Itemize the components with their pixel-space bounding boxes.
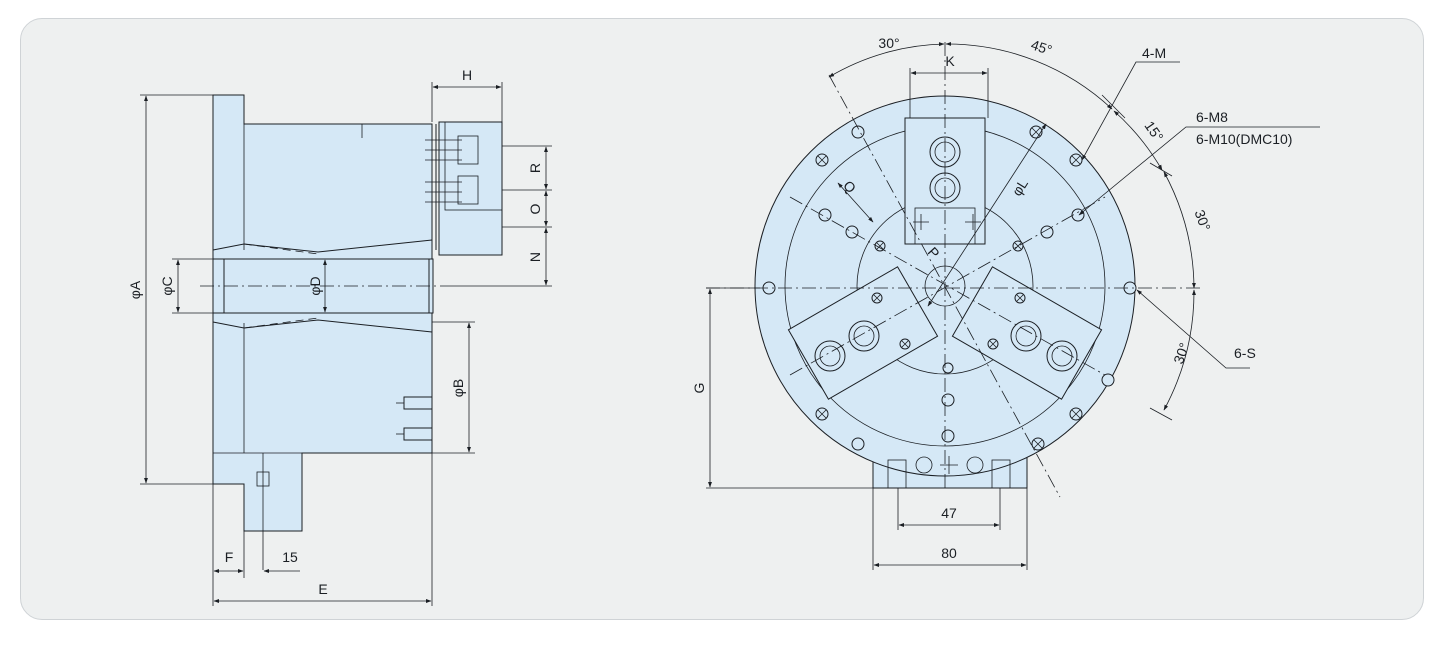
dim-80-label: 80 <box>941 545 957 561</box>
dim-r-label: R <box>527 163 543 173</box>
dim-phi-d-label: φD <box>307 276 323 295</box>
dim-phi-c-label: φC <box>159 276 175 295</box>
angle-45-label: 45° <box>1029 36 1054 58</box>
jaw-block <box>438 121 503 256</box>
angle-30-top-label: 30° <box>878 35 899 51</box>
angle-30-right-label: 30° <box>1192 208 1214 233</box>
callout-6m8-label: 6-M8 <box>1196 109 1228 125</box>
angle-15-label: 15° <box>1141 118 1166 145</box>
dim-n-label: N <box>527 252 543 262</box>
dim-47-label: 47 <box>941 505 957 521</box>
angle-30-lower-label: 30° <box>1170 341 1192 366</box>
dim-o-label: O <box>527 203 543 214</box>
dim-phi-a-label: φA <box>127 280 143 299</box>
dim-e-label: E <box>318 581 327 597</box>
callout-6s-label: 6-S <box>1234 345 1256 361</box>
dim-15-label: 15 <box>282 549 298 565</box>
callout-4m-label: 4-M <box>1142 45 1166 61</box>
callout-6m10-label: 6-M10(DMC10) <box>1196 131 1292 147</box>
dim-k-label: K <box>945 53 955 69</box>
dim-phi-b-label: φB <box>450 379 466 397</box>
dim-f-label: F <box>225 549 234 565</box>
dim-phi-l-label: φL <box>1009 176 1032 199</box>
dim-h-label: H <box>462 67 472 83</box>
front-view <box>706 42 1320 570</box>
dim-g-label: G <box>691 383 707 394</box>
side-view <box>140 82 552 606</box>
